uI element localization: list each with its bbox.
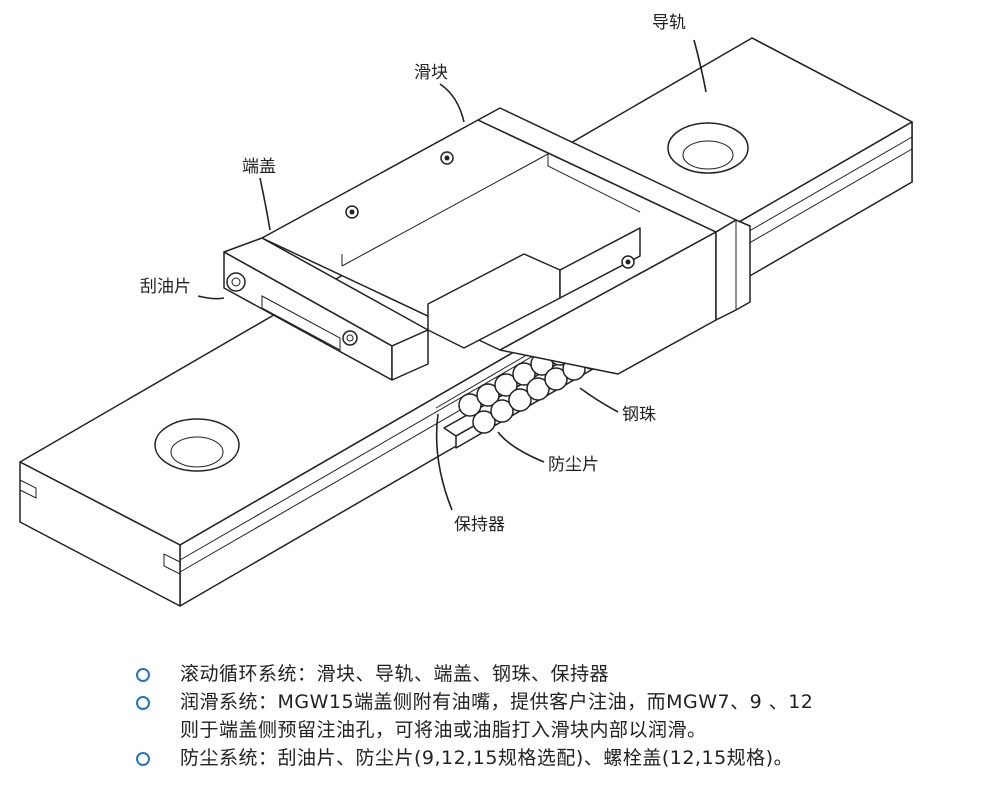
notes-list: 滚动循环系统：滑块、导轨、端盖、钢珠、保持器 润滑系统：MGW15端盖侧附有油嘴… <box>128 660 988 772</box>
bullet-icon <box>136 752 150 766</box>
note-lubrication-system: 润滑系统：MGW15端盖侧附有油嘴，提供客户注油，而MGW7、9 、12 则于端… <box>128 688 988 744</box>
bullet-icon <box>136 696 150 710</box>
label-steel-balls: 钢珠 <box>622 405 656 425</box>
note-line: 滚动循环系统：滑块、导轨、端盖、钢珠、保持器 <box>180 663 610 685</box>
label-retainer: 保持器 <box>454 515 505 535</box>
linear-guide-diagram: 导轨 滑块 端盖 刮油片 钢珠 防尘片 保持器 <box>19 13 913 607</box>
note-line: 防尘系统：刮油片、防尘片(9,12,15规格选配)、螺栓盖(12,15规格)。 <box>180 747 794 769</box>
label-block: 滑块 <box>414 63 448 83</box>
label-end-cap: 端盖 <box>242 157 276 177</box>
slider-block <box>223 107 751 381</box>
note-rolling-system: 滚动循环系统：滑块、导轨、端盖、钢珠、保持器 <box>128 660 988 688</box>
leader-lines <box>197 39 707 511</box>
bullet-icon <box>136 668 150 682</box>
label-dust-strip: 防尘片 <box>548 455 599 475</box>
label-rail: 导轨 <box>652 13 686 33</box>
note-line: 则于端盖侧预留注油孔，可将油或油脂打入滑块内部以润滑。 <box>180 719 707 741</box>
note-dust-system: 防尘系统：刮油片、防尘片(9,12,15规格选配)、螺栓盖(12,15规格)。 <box>128 744 988 772</box>
label-wiper: 刮油片 <box>140 277 191 297</box>
note-line: 润滑系统：MGW15端盖侧附有油嘴，提供客户注油，而MGW7、9 、12 <box>180 691 814 713</box>
